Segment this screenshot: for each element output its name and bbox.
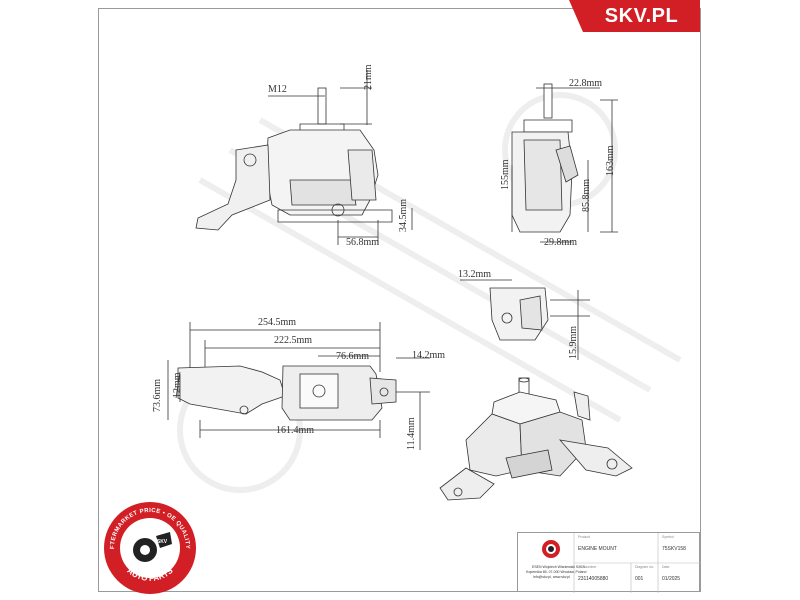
drawing-frame (98, 8, 701, 592)
title-block-grid (542, 533, 701, 593)
dim-254-5: 254.5mm (258, 317, 297, 328)
dim-56-8: 56.8mm (346, 237, 380, 248)
diagram-value: 001 (635, 576, 644, 582)
title-block: ESEN Wojciech Wisniewski S.K.A. Kopernik… (517, 532, 701, 593)
dim-14-2: 14.2mm (412, 350, 446, 361)
diagram-label: Diagram no. (635, 565, 655, 569)
symbol-label: Symbol (662, 535, 674, 539)
address-line-2: Kopernika 65, 07-000 Wroclaw, Poland (526, 570, 587, 574)
dim-85-8: 85.8mm (581, 178, 592, 212)
quality-seal-logo: AFTERMARKET PRICE • OE QUALITY • AUTO PA… (100, 498, 196, 594)
dim-13-2: 13.2mm (458, 269, 492, 280)
top-view (167, 322, 430, 450)
dim-73-6: 73.6mm (152, 378, 163, 412)
detail-view (460, 279, 590, 360)
isometric-view (439, 377, 633, 501)
dim-12: 12mm (172, 372, 183, 398)
front-view (511, 83, 618, 243)
product-value: ENGINE MOUNT (578, 546, 617, 552)
symbol-value: 75SKV158 (662, 546, 686, 552)
brand-logo[interactable]: SKV.PL (569, 0, 700, 32)
product-label: Product (578, 535, 591, 539)
address-line-1: ESEN Wojciech Wisniewski S.K.A. (532, 565, 586, 569)
seal-center-text: SKV (157, 539, 168, 545)
dim-21: 21mm (363, 64, 374, 90)
address-line-3: info@skv.pl, www.skv.pl (533, 575, 570, 579)
date-value: 01/2025 (662, 576, 681, 582)
dim-163: 163mm (605, 145, 616, 176)
dim-161-4: 161.4mm (276, 425, 315, 436)
dim-m12: M12 (268, 84, 287, 95)
dim-15-9: 15.9mm (568, 325, 579, 359)
oe-value: 23114005880 (578, 576, 609, 582)
date-label: Date (662, 565, 670, 569)
dim-222-5: 222.5mm (274, 335, 313, 346)
dim-22-8: 22.8mm (569, 78, 603, 89)
dim-76-6: 76.6mm (336, 351, 370, 362)
dim-155: 155mm (500, 159, 511, 190)
oe-label: OE Number (578, 565, 597, 569)
side-view (195, 70, 413, 245)
dim-11-4: 11.4mm (406, 417, 417, 450)
dim-29-8: 29.8mm (544, 237, 578, 248)
dim-34-5: 34.5mm (398, 198, 409, 232)
